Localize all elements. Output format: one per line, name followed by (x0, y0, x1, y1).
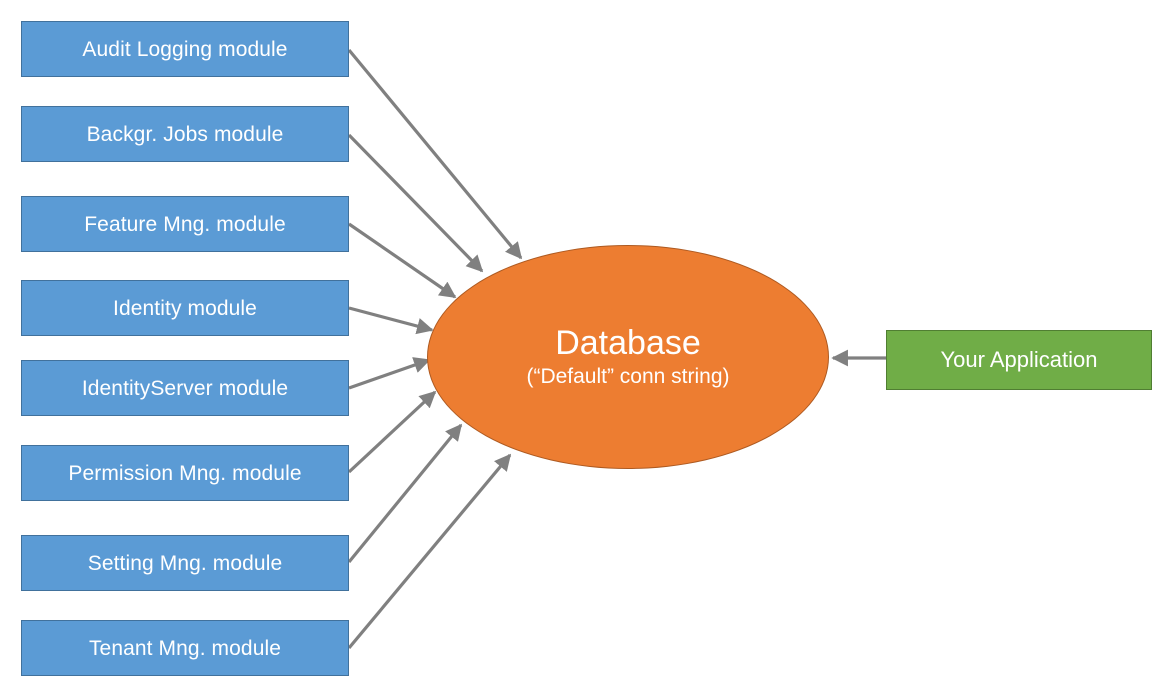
database-subtitle: (“Default” conn string) (526, 365, 730, 389)
module-box-identityserver[interactable]: IdentityServer module (21, 360, 349, 416)
application-label: Your Application (940, 347, 1098, 372)
connector-audit-logging-to-database (347, 48, 523, 260)
module-label: Tenant Mng. module (88, 636, 282, 660)
module-box-permission-mng[interactable]: Permission Mng. module (21, 445, 349, 501)
module-box-setting-mng[interactable]: Setting Mng. module (21, 535, 349, 591)
module-label: Feature Mng. module (84, 212, 286, 236)
module-box-audit-logging[interactable]: Audit Logging module (21, 21, 349, 77)
module-box-tenant-mng[interactable]: Tenant Mng. module (21, 620, 349, 676)
database-title: Database (555, 324, 701, 363)
module-label: Identity module (113, 296, 257, 320)
connector-feature-mng-to-database (348, 222, 457, 299)
connector-identityserver-to-database (348, 357, 431, 390)
connector-permission-mng-to-database (347, 390, 437, 474)
connector-tenant-mng-to-database (347, 453, 512, 650)
application-node[interactable]: Your Application (886, 330, 1152, 390)
module-label: Setting Mng. module (87, 551, 283, 575)
module-label: Permission Mng. module (68, 461, 302, 485)
module-box-background-jobs[interactable]: Backgr. Jobs module (21, 106, 349, 162)
connector-identity-to-database (348, 306, 434, 335)
module-label: IdentityServer module (81, 376, 289, 400)
module-label: Audit Logging module (82, 37, 288, 61)
module-label: Backgr. Jobs module (86, 122, 284, 146)
connector-setting-mng-to-database (347, 423, 463, 564)
database-node[interactable]: Database (“Default” conn string) (427, 245, 829, 469)
module-box-feature-mng[interactable]: Feature Mng. module (21, 196, 349, 252)
module-box-identity[interactable]: Identity module (21, 280, 349, 336)
connector-background-jobs-to-database (347, 133, 484, 273)
